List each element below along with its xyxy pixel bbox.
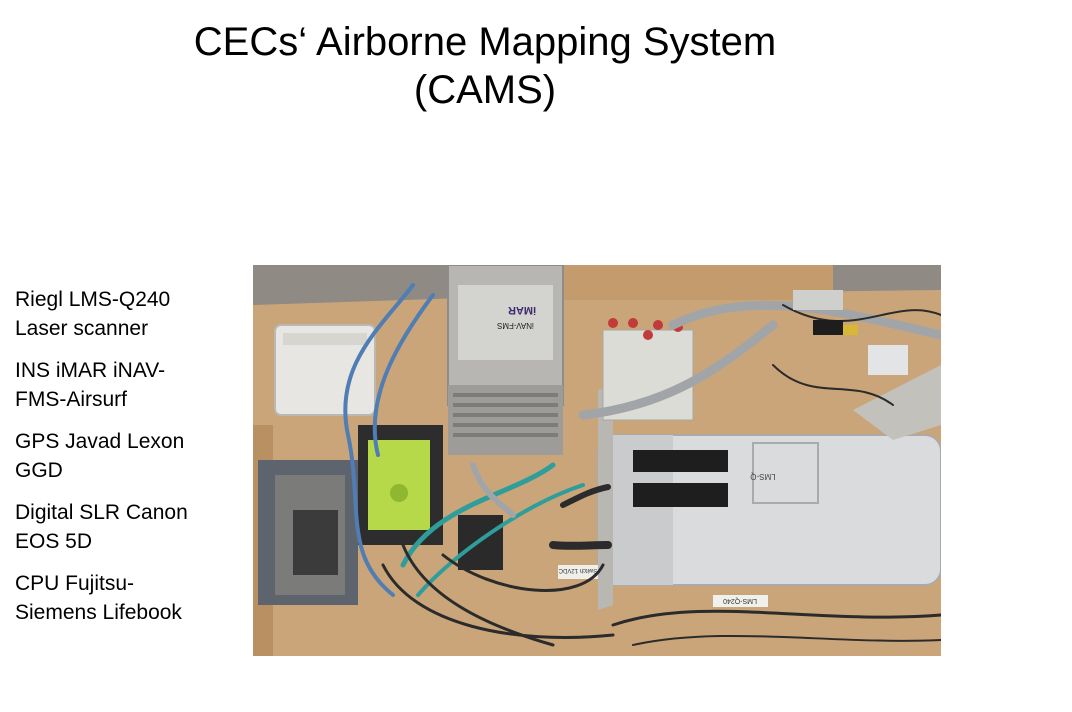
- imu-brand-label: iMAR: [508, 304, 536, 316]
- power-module: [458, 515, 503, 570]
- scanner-tag-label: LMS-Q: [750, 472, 775, 481]
- slide-title: CECs‘ Airborne Mapping System (CAMS): [130, 18, 840, 114]
- scanner-mount-plate: [853, 365, 941, 440]
- slide-title-line-1: CECs‘ Airborne Mapping System: [193, 20, 777, 64]
- equipment-photo-svg: iMAR iNAV-FMS LMS-Q LMS-Q240 Switch 12V: [253, 265, 941, 656]
- cams-equipment-photo: iMAR iNAV-FMS LMS-Q LMS-Q240 Switch 12V: [253, 265, 941, 656]
- switch-label: Switch 12VDC: [558, 567, 597, 573]
- slide-title-line-2: (CAMS): [413, 68, 557, 112]
- wood-crate: [553, 265, 833, 300]
- component-item-cpu: CPU Fujitsu- Siemens Lifebook: [15, 572, 182, 624]
- junction-box: [274, 324, 376, 416]
- component-item-ins: INS iMAR iNAV- FMS-Airsurf: [15, 359, 166, 411]
- component-item-laser-scanner: Riegl LMS-Q240 Laser scanner: [15, 288, 171, 340]
- component-item-camera: Digital SLR Canon EOS 5D: [15, 501, 188, 553]
- imu-model-label: iNAV-FMS: [497, 321, 534, 330]
- cables: [343, 283, 941, 647]
- scanner-label: LMS-Q240: [723, 597, 757, 604]
- component-item-gps: GPS Javad Lexon GGD: [15, 430, 185, 482]
- component-list: Riegl LMS-Q240 Laser scanner INS iMAR iN…: [15, 285, 245, 640]
